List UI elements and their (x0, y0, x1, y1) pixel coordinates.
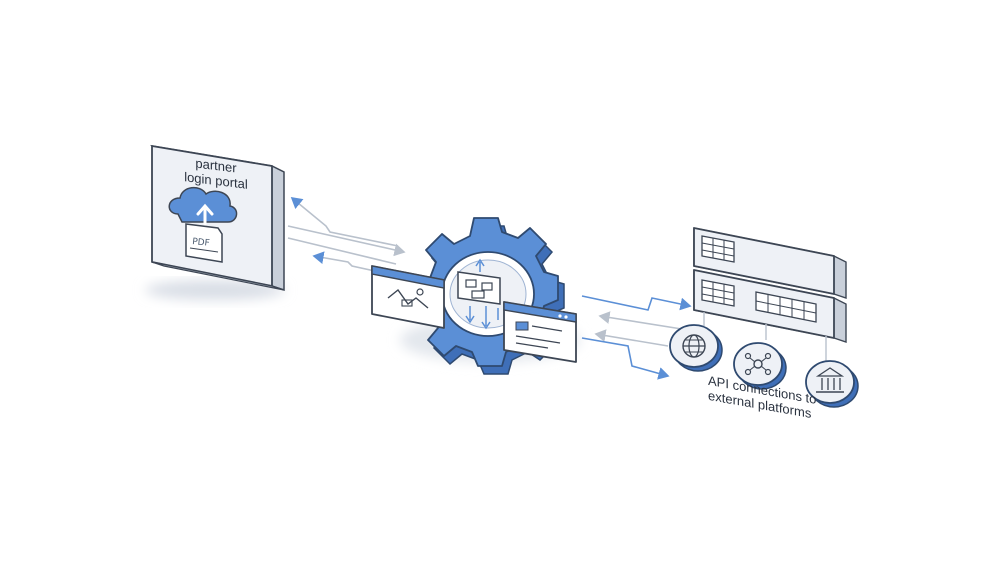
pdf-document-icon: PDF (185, 223, 223, 263)
table-icon (755, 291, 817, 323)
globe-icon (669, 324, 723, 372)
arrow-to-gear-1 (287, 225, 406, 257)
arrow-to-gear-2 (287, 237, 397, 265)
arrow-from-database (598, 311, 689, 331)
table-icon (701, 235, 735, 263)
flowchart-icon (457, 258, 501, 330)
pdf-label: PDF (192, 237, 210, 249)
image-window-icon (371, 265, 445, 329)
platform-arrows (581, 295, 692, 380)
arrow-to-api (581, 337, 670, 380)
arrow-to-portal-1 (290, 196, 399, 247)
arrow-to-database (581, 295, 692, 311)
bank-icon (805, 360, 859, 408)
table-icon (701, 279, 735, 307)
table-slab-bottom (693, 269, 847, 343)
arrow-from-globe (594, 329, 669, 347)
text-window-icon (503, 301, 577, 363)
cloud-upload-icon (168, 186, 238, 226)
database-stack (693, 227, 847, 362)
portal-arrows (287, 196, 406, 277)
table-slab-top (693, 227, 847, 299)
network-node-icon (733, 342, 787, 390)
